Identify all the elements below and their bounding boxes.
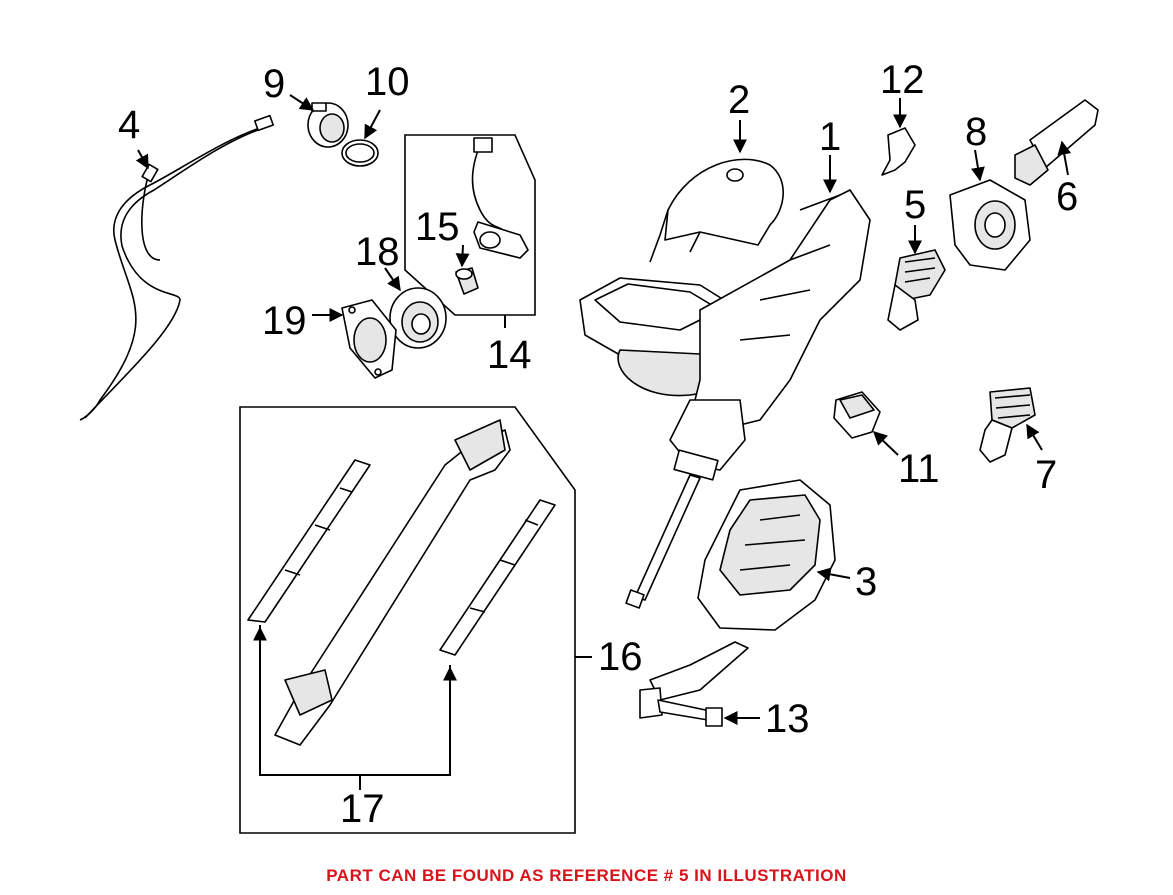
part-10-seal-ring xyxy=(341,139,379,167)
part-16-group xyxy=(239,406,576,834)
part-14-group xyxy=(404,134,536,316)
part-9-socket xyxy=(307,102,349,148)
part-2-upper-shroud xyxy=(649,158,784,263)
callout-13: 13 xyxy=(765,697,810,741)
callout-1: 1 xyxy=(819,115,841,159)
part-5-switch xyxy=(887,249,946,331)
callout-10: 10 xyxy=(365,60,410,104)
callout-4: 4 xyxy=(118,103,140,147)
callout-18: 18 xyxy=(355,230,400,274)
part-11-switch-cap xyxy=(833,391,881,439)
part-12-clip xyxy=(881,127,916,176)
reference-note: PART CAN BE FOUND AS REFERENCE # 5 IN IL… xyxy=(326,866,847,885)
part-18-grommet xyxy=(389,287,447,349)
callout-5: 5 xyxy=(904,183,926,227)
leaders xyxy=(135,94,1072,790)
parts-diagram: 4 9 10 2 1 12 8 6 5 15 18 19 14 11 7 3 1… xyxy=(79,58,1099,834)
callout-7: 7 xyxy=(1035,453,1057,497)
callout-2: 2 xyxy=(728,78,750,122)
callout-16: 16 xyxy=(598,635,643,679)
part-6-stalk xyxy=(1014,99,1099,186)
callout-12: 12 xyxy=(880,58,925,102)
part-19-flange xyxy=(341,299,397,379)
part-3-lower-shroud xyxy=(697,479,836,631)
part-1-steering-column xyxy=(579,189,871,609)
callout-6: 6 xyxy=(1056,175,1078,219)
part-4-cable xyxy=(79,114,275,421)
callout-15: 15 xyxy=(415,205,460,249)
callout-9: 9 xyxy=(263,62,285,106)
callout-11: 11 xyxy=(898,447,940,491)
part-7-switch xyxy=(979,387,1036,463)
callout-19: 19 xyxy=(262,299,307,343)
callout-labels: 4 9 10 2 1 12 8 6 5 15 18 19 14 11 7 3 1… xyxy=(118,58,1078,831)
callout-8: 8 xyxy=(965,110,987,154)
callout-3: 3 xyxy=(855,560,877,604)
callout-14: 14 xyxy=(487,333,532,377)
callout-17: 17 xyxy=(340,787,385,831)
part-13-bracket xyxy=(639,641,749,727)
part-8-clock-spring xyxy=(949,179,1031,271)
